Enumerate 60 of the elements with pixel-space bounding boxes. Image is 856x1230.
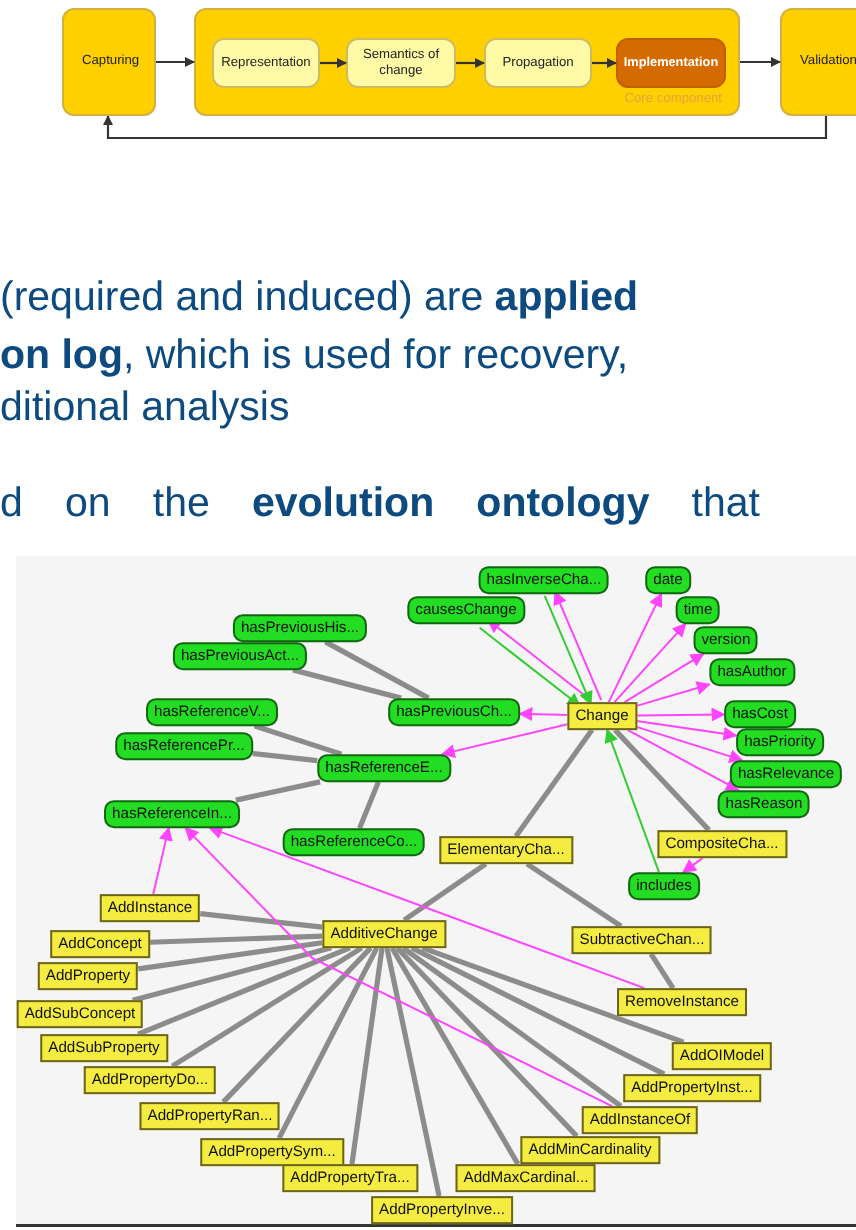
- process-box: [62, 8, 156, 116]
- connector-line: [253, 723, 343, 757]
- connector-line: [170, 945, 364, 1069]
- connector-line: [132, 945, 332, 1003]
- connector-line: [137, 940, 323, 972]
- arrow: [320, 58, 347, 68]
- arrow: [103, 115, 828, 140]
- connector-line: [525, 861, 623, 929]
- process-box: [346, 38, 456, 88]
- arrow: [604, 728, 660, 874]
- connector-line: [410, 945, 666, 1077]
- arrow: [543, 594, 593, 706]
- arrow: [456, 58, 485, 68]
- group-box: [194, 8, 740, 116]
- arrow: [592, 58, 617, 68]
- connector-line: [395, 946, 579, 1138]
- connector-line: [384, 947, 442, 1197]
- arrow: [156, 57, 195, 67]
- arrow: [682, 856, 704, 874]
- arrow: [635, 720, 738, 741]
- arrow: [623, 652, 705, 704]
- connector-line: [235, 779, 321, 803]
- body-text: ditional analysis: [0, 384, 290, 432]
- arrow: [208, 825, 646, 990]
- connector-line: [357, 780, 381, 830]
- arrow: [635, 725, 744, 764]
- body-text: d on the evolution ontology that: [0, 480, 760, 528]
- body-text: on log, which is used for recovery,: [0, 332, 629, 380]
- arrow: [635, 681, 711, 707]
- connector-line: [252, 751, 318, 764]
- arrow: [626, 728, 740, 792]
- arrow: [518, 707, 569, 722]
- process-box: [212, 38, 320, 88]
- connector-line: [199, 911, 323, 930]
- connector-line: [276, 946, 380, 1140]
- connector-line: [613, 728, 711, 832]
- body-text: (required and induced) are applied: [0, 274, 639, 322]
- connector-line: [513, 728, 595, 838]
- connector-line: [137, 945, 351, 1037]
- connector-line: [421, 945, 685, 1045]
- process-box: [484, 38, 592, 88]
- arrow: [440, 723, 569, 759]
- arrow: [635, 707, 726, 722]
- connector-line: [648, 952, 676, 990]
- arrow: [184, 826, 613, 1108]
- connector-line: [149, 933, 323, 945]
- connector-line: [401, 945, 623, 1109]
- connector-line: [349, 947, 385, 1165]
- process-box: [780, 8, 856, 116]
- connector-line: [324, 639, 430, 701]
- connector-line: [402, 861, 488, 923]
- connector-line: [292, 667, 402, 701]
- process-box: [616, 38, 726, 88]
- arrow: [607, 592, 663, 704]
- connector-line: [221, 946, 373, 1104]
- arrow: [152, 826, 173, 896]
- arrow: [740, 57, 781, 67]
- arrow: [553, 590, 603, 702]
- arrow: [613, 622, 687, 704]
- connector-line: [389, 946, 521, 1166]
